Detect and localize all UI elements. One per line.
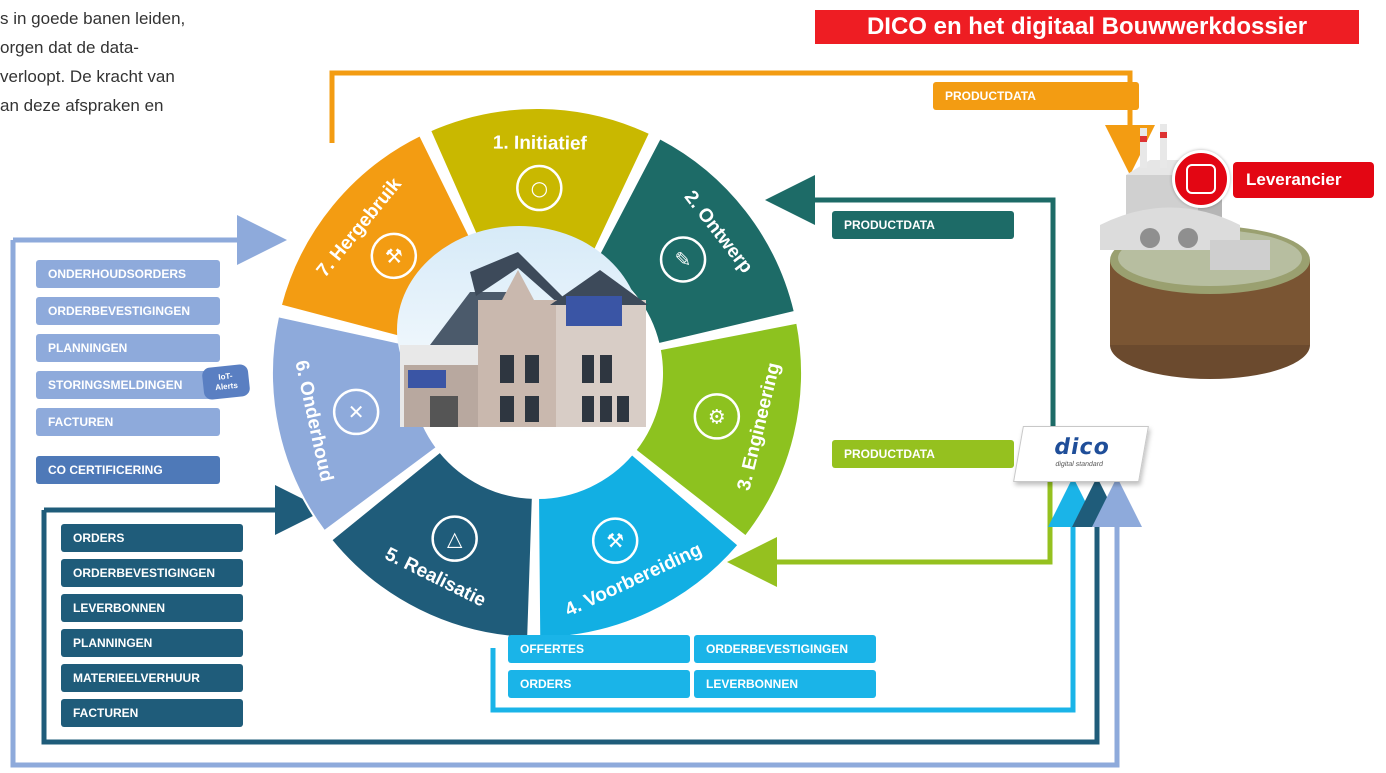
phase-segment [329,450,534,639]
gear-icon-glyph: ⚙ [708,404,726,428]
intro-text: s in goede banen leiden, orgen dat de da… [0,4,270,120]
lifecycle-wheel: ○1. Initiatief✎2. Ontwerp⚙3. Engineering… [271,107,803,639]
dico-logo: dico digital standard [1013,426,1149,482]
phase-segment [633,321,803,538]
screwdriver-icon-glyph: ✕ [348,400,365,424]
maintenance-item: STORINGSMELDINGEN [36,371,220,399]
flow-cyan [490,477,1098,713]
hammer-icon-glyph: ⚒ [385,244,403,268]
flow-orange [329,70,1155,175]
dico-logo-text: dico [1052,435,1113,460]
screwdriver-icon [332,388,380,436]
maintenance-item: PLANNINGEN [36,334,220,362]
realisation-item: ORDERBEVESTIGINGEN [61,559,243,587]
pencil-icon-glyph: ✎ [675,247,692,271]
maintenance-item: FACTUREN [36,408,220,436]
shovel-icon [591,517,639,564]
trowel-icon-glyph: △ [447,527,463,551]
maintenance-item: ORDERBEVESTIGINGEN [36,297,220,325]
lightbulb-icon [516,164,563,212]
preparation-orders: ORDERS [508,670,690,698]
flow-dark-blue-right [41,477,1122,745]
intro-line: verloopt. De kracht van [0,67,175,86]
hammer-icon [370,232,418,280]
gear-icon [693,393,741,440]
factory-badge-icon [1172,150,1230,208]
flow-light-blue-right [10,240,1142,768]
page-title: DICO en het digitaal Bouwwerkdossier [815,10,1359,44]
preparation-offertes: OFFERTES [508,635,690,663]
pencil-icon [659,236,707,283]
iot-alerts-label: IoT- Alerts [214,371,239,393]
factory-illustration [1100,124,1310,379]
productdata-middle-tag: PRODUCTDATA [832,211,1014,239]
flow-lines [10,70,1155,768]
productdata-lower-tag: PRODUCTDATA [832,440,1014,468]
realisation-item: MATERIEELVERHUUR [61,664,243,692]
lightbulb-icon-glyph: ○ [531,176,548,200]
realisation-item: PLANNINGEN [61,629,243,657]
intro-line: s in goede banen leiden, [0,9,186,28]
phase-label: 1. Initiatief [493,132,588,154]
trowel-icon [431,515,478,562]
flow-green [727,482,1053,587]
shovel-icon-glyph: ⚒ [606,529,624,553]
house-illustration [397,226,648,434]
preparation-orderbevestigingen: ORDERBEVESTIGINGEN [694,635,876,663]
iot-alerts-badge: IoT- Alerts [201,363,251,401]
intro-line: an deze afspraken en [0,96,164,115]
supplier-badge: Leverancier [1233,162,1374,198]
intro-line: orgen dat de data- [0,38,139,57]
realisation-item: ORDERS [61,524,243,552]
co-certification-tag: CO CERTIFICERING [36,456,220,484]
realisation-item: LEVERBONNEN [61,594,243,622]
dico-logo-sub: digital standard [1054,461,1104,468]
maintenance-item: ONDERHOUDSORDERS [36,260,220,288]
realisation-item: FACTUREN [61,699,243,727]
flow-teal [765,175,1056,428]
preparation-leverbonnen: LEVERBONNEN [694,670,876,698]
productdata-top-tag: PRODUCTDATA [933,82,1139,110]
